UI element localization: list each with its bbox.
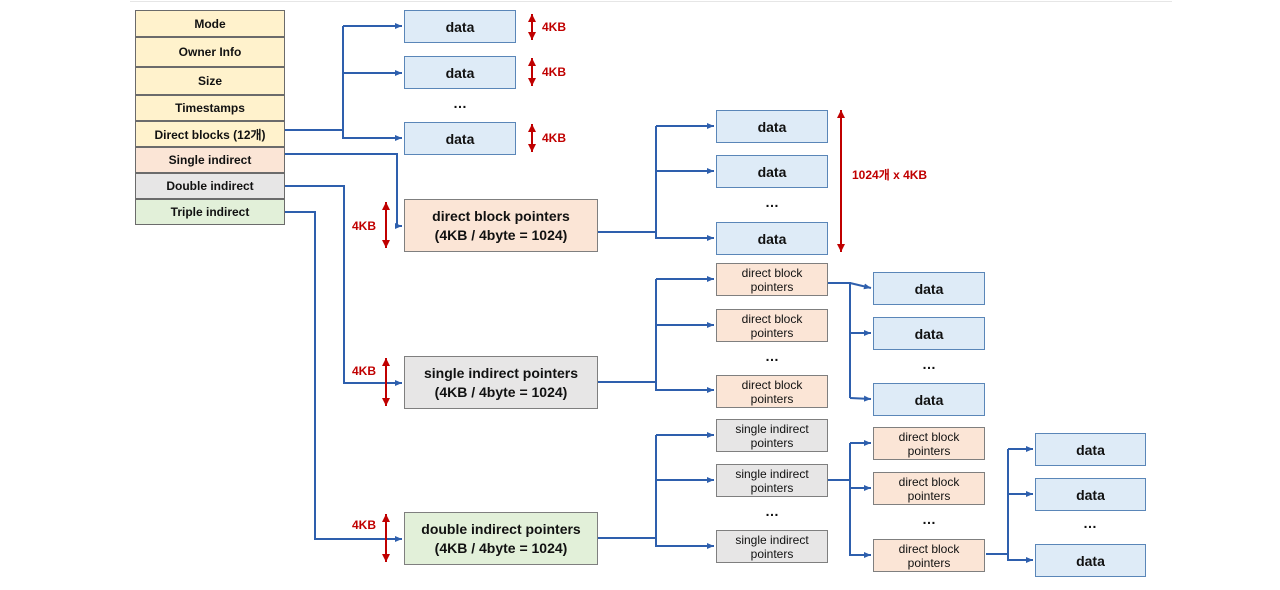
field-label: Triple indirect xyxy=(170,205,250,219)
inode-field-mode: Mode xyxy=(135,10,285,37)
block-label-line1: direct block xyxy=(741,265,803,280)
data-block-label: data xyxy=(1076,486,1105,503)
data-block-label: data xyxy=(1076,552,1105,569)
field-label: Double indirect xyxy=(166,179,254,193)
block-label-line1: direct block xyxy=(898,541,960,556)
small-direct-block-pointers: direct block pointers xyxy=(873,427,985,460)
size-label-4kb: 4KB xyxy=(542,20,567,34)
block-label-line2: pointers xyxy=(907,555,951,570)
small-direct-block-pointers: direct block pointers xyxy=(873,472,985,505)
connector-direct-to-data xyxy=(285,26,344,131)
data-block: data xyxy=(873,317,985,350)
small-direct-block-pointers: direct block pointers xyxy=(716,375,828,408)
inode-field-double-indirect: Double indirect xyxy=(135,173,285,199)
ellipsis: … xyxy=(922,511,936,527)
single-indirect-pointers-block: single indirect pointers (4KB / 4byte = … xyxy=(404,356,598,409)
connector-double-to-sip xyxy=(285,185,402,386)
inode-field-owner-info: Owner Info xyxy=(135,37,285,67)
block-label-line2: pointers xyxy=(750,435,794,450)
small-direct-block-pointers: direct block pointers xyxy=(716,309,828,342)
field-label: Timestamps xyxy=(175,101,245,115)
small-direct-block-pointers: direct block pointers xyxy=(873,539,985,572)
small-single-indirect-pointers: single indirect pointers xyxy=(716,464,828,497)
data-block-label: data xyxy=(914,325,944,342)
connector-triple-to-dip xyxy=(285,211,402,542)
double-indirect-pointers-block: double indirect pointers (4KB / 4byte = … xyxy=(404,512,598,565)
block-label-line2: pointers xyxy=(907,443,951,458)
inode-field-direct-blocks: Direct blocks (12개) xyxy=(135,121,285,147)
ellipsis: … xyxy=(765,194,779,210)
connector-single-to-dbp xyxy=(285,153,402,229)
field-label: Owner Info xyxy=(178,45,242,59)
data-block-label: data xyxy=(1076,441,1105,458)
small-direct-block-pointers: direct block pointers xyxy=(716,263,828,296)
data-block: data xyxy=(404,122,516,155)
block-subtitle: (4KB / 4byte = 1024) xyxy=(434,539,568,556)
block-label-line2: pointers xyxy=(907,488,951,503)
data-block: data xyxy=(873,383,985,416)
block-label-line2: pointers xyxy=(750,480,794,495)
size-label-4kb: 4KB xyxy=(352,219,377,233)
field-label: Mode xyxy=(194,16,226,31)
data-block-label: data xyxy=(445,18,475,35)
size-label-4kb: 4KB xyxy=(542,131,567,145)
block-subtitle: (4KB / 4byte = 1024) xyxy=(434,226,568,243)
data-block-label: data xyxy=(757,230,787,247)
data-block: data xyxy=(716,155,828,188)
data-block: data xyxy=(716,110,828,143)
ellipsis: … xyxy=(453,95,467,111)
data-block: data xyxy=(716,222,828,255)
data-block-label: data xyxy=(445,130,475,147)
block-label-line1: direct block xyxy=(898,474,960,489)
block-label-line1: direct block xyxy=(741,377,803,392)
inode-field-single-indirect: Single indirect xyxy=(135,147,285,173)
ellipsis: … xyxy=(1083,515,1097,531)
data-block-label: data xyxy=(914,391,944,408)
data-block-label: data xyxy=(914,280,944,297)
top-divider xyxy=(130,1,1172,2)
inode-field-triple-indirect: Triple indirect xyxy=(135,199,285,225)
data-block-label: data xyxy=(757,163,787,180)
data-block: data xyxy=(1035,478,1146,511)
data-block: data xyxy=(404,56,516,89)
block-label-line1: direct block xyxy=(741,311,803,326)
block-label-line1: direct block xyxy=(898,429,960,444)
block-title: double indirect pointers xyxy=(421,520,581,537)
small-single-indirect-pointers: single indirect pointers xyxy=(716,530,828,563)
field-label: Direct blocks (12개) xyxy=(154,127,266,142)
inode-field-timestamps: Timestamps xyxy=(135,95,285,121)
block-label-line2: pointers xyxy=(750,391,794,406)
block-label-line1: single indirect xyxy=(735,532,809,547)
block-label-line2: pointers xyxy=(750,546,794,561)
data-block: data xyxy=(1035,433,1146,466)
ellipsis: … xyxy=(922,356,936,372)
size-label-1024x4kb: 1024개 x 4KB xyxy=(852,168,928,182)
field-label: Single indirect xyxy=(168,153,252,167)
data-block: data xyxy=(1035,544,1146,577)
size-label-4kb: 4KB xyxy=(352,518,377,532)
data-block-label: data xyxy=(757,118,787,135)
size-label-4kb: 4KB xyxy=(542,65,567,79)
direct-block-pointers-block: direct block pointers (4KB / 4byte = 102… xyxy=(404,199,598,252)
ellipsis: … xyxy=(765,503,779,519)
inode-field-size: Size xyxy=(135,67,285,95)
block-subtitle: (4KB / 4byte = 1024) xyxy=(434,383,568,400)
data-block-label: data xyxy=(445,64,475,81)
block-label-line2: pointers xyxy=(750,325,794,340)
block-title: direct block pointers xyxy=(432,207,570,224)
small-single-indirect-pointers: single indirect pointers xyxy=(716,419,828,452)
data-block: data xyxy=(404,10,516,43)
ellipsis: … xyxy=(765,348,779,364)
block-label-line2: pointers xyxy=(750,279,794,294)
block-label-line1: single indirect xyxy=(735,421,809,436)
data-block: data xyxy=(873,272,985,305)
block-title: single indirect pointers xyxy=(423,364,579,381)
field-label: Size xyxy=(197,74,222,88)
block-label-line1: single indirect xyxy=(735,466,809,481)
size-label-4kb: 4KB xyxy=(352,364,377,378)
